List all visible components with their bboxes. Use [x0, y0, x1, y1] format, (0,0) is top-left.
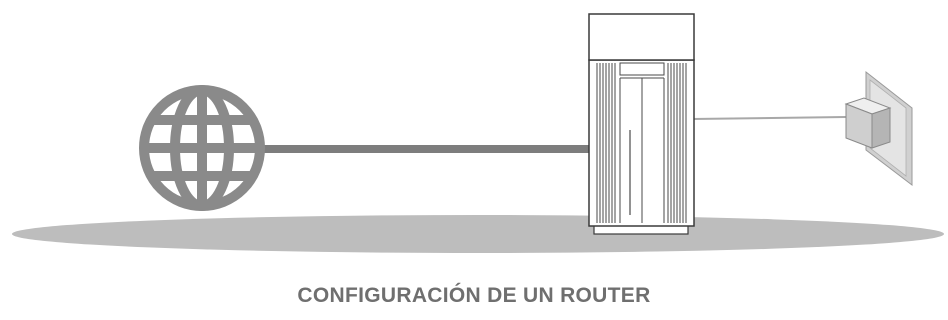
ethernet-cable: [262, 145, 592, 153]
power-adapter-icon: [844, 70, 913, 187]
globe-icon: [139, 85, 265, 211]
router-icon: [588, 13, 695, 235]
floor-shadow: [12, 215, 944, 253]
power-cord: [691, 116, 847, 120]
diagram-caption: CONFIGURACIÓN DE UN ROUTER: [297, 284, 651, 307]
